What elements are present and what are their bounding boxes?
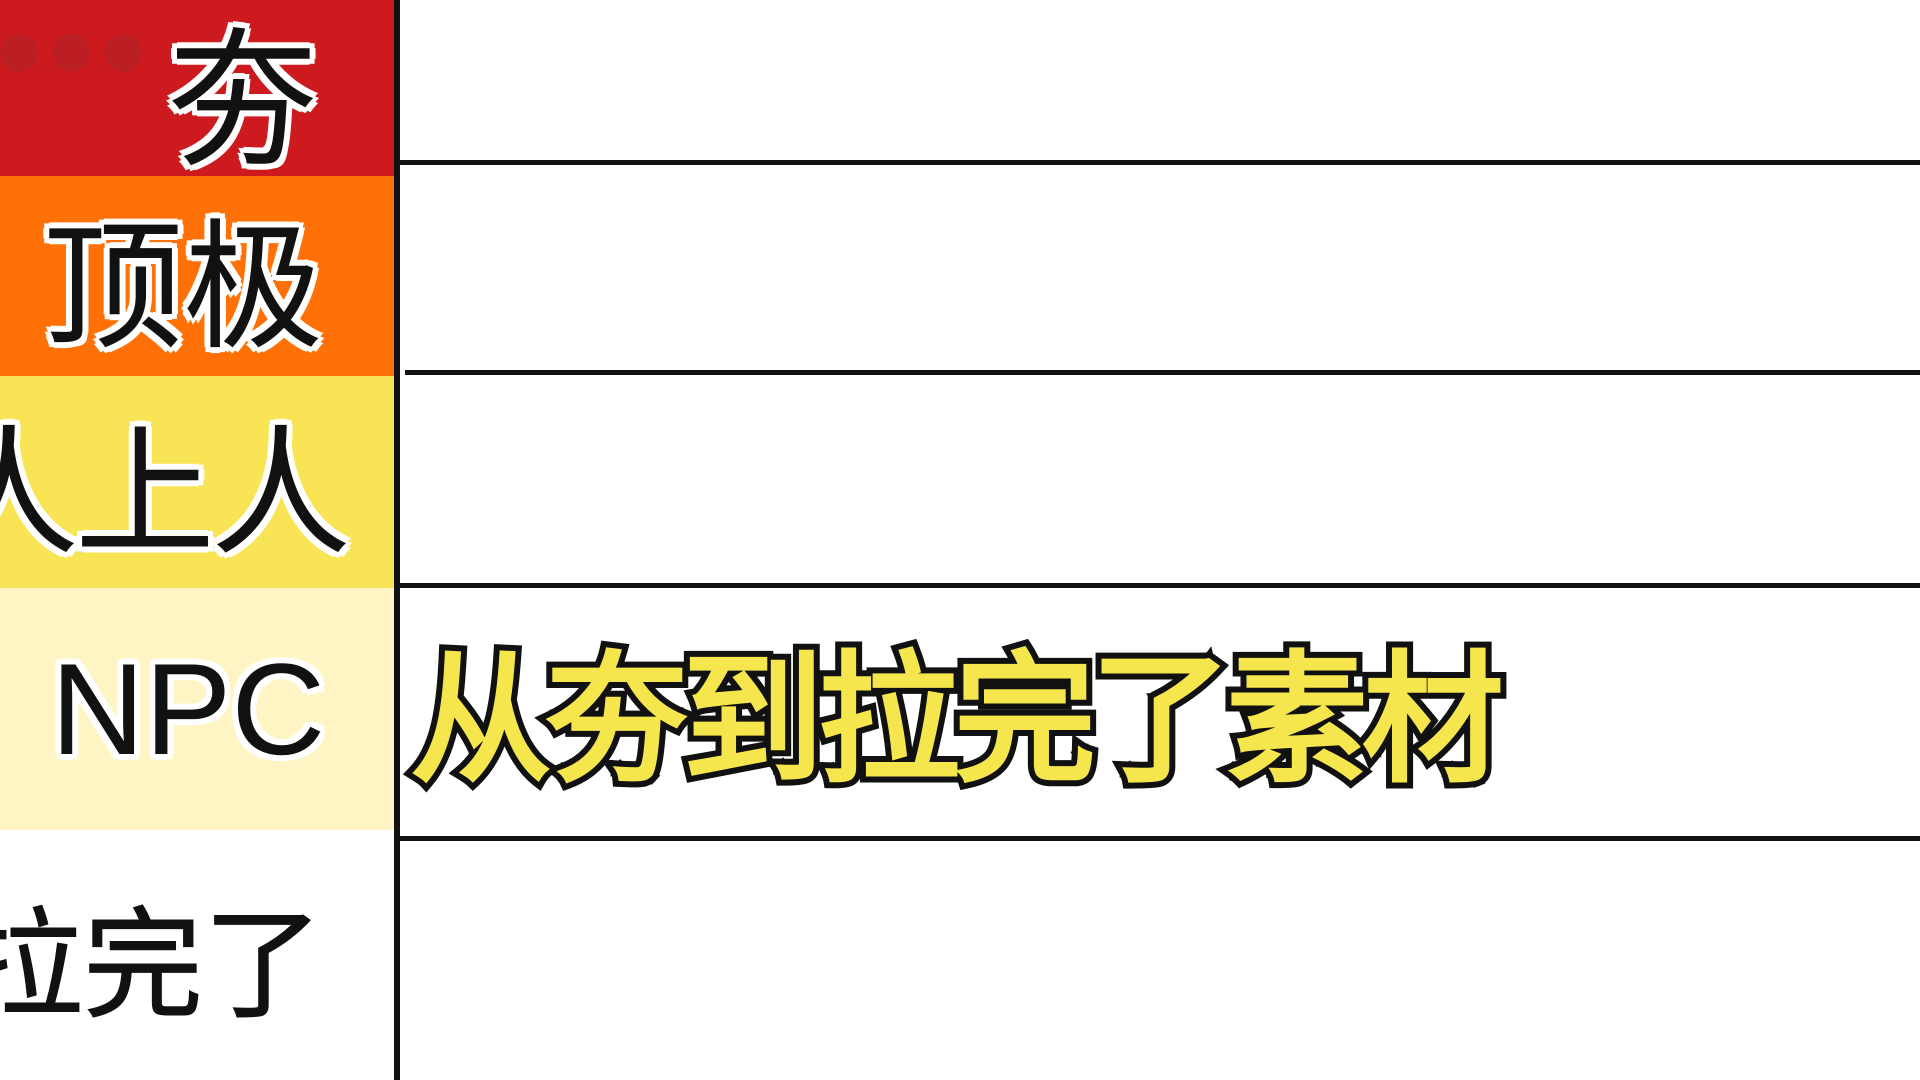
emoji-icon — [52, 34, 90, 72]
tier-row-4-label: NPC — [0, 588, 396, 830]
tier-row-3-label: 人上人 — [0, 376, 396, 588]
tier-row-5-label: 拉完了 — [0, 830, 396, 1080]
emoji-icon — [104, 34, 142, 72]
decorative-emoji-icons — [0, 34, 142, 72]
tier-label-text: 拉完了 — [0, 897, 324, 1037]
tier-label-text: 人上人 — [0, 412, 353, 578]
row-divider — [398, 583, 1920, 588]
overlay-caption: 从夯到拉完了素材 — [404, 638, 1510, 803]
tier-label-text: NPC — [50, 635, 326, 783]
row-divider — [405, 370, 1920, 375]
row-divider — [400, 160, 1920, 165]
emoji-icon — [0, 34, 38, 72]
column-divider — [394, 0, 400, 1080]
tier-label-text: 夯 — [166, 13, 319, 176]
tier-label-text: 顶极 — [41, 206, 324, 372]
tier-row-2-label: 顶极 — [0, 176, 396, 376]
row-divider — [396, 836, 1920, 841]
tier-row-1-label: 夯 — [0, 0, 396, 176]
